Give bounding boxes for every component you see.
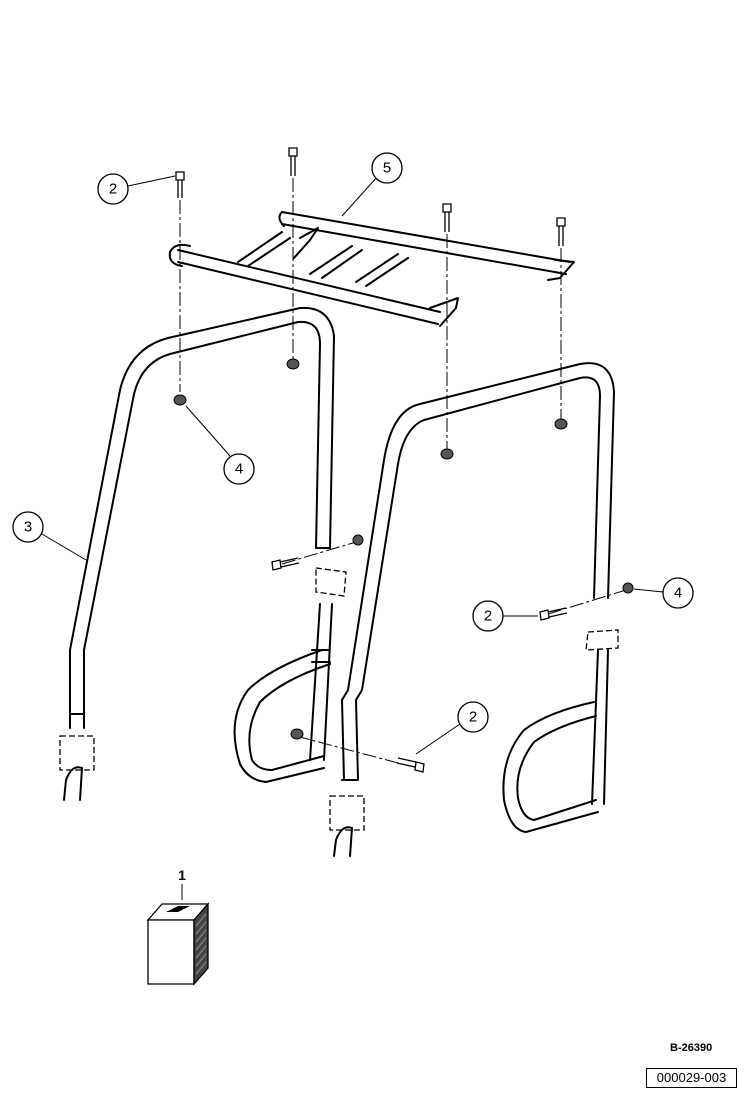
side-bolt-right: [539, 607, 568, 621]
nuts: [173, 358, 634, 740]
svg-text:3: 3: [24, 519, 32, 536]
left-lower-section: [233, 567, 347, 783]
svg-text:4: 4: [674, 585, 682, 602]
side-bolt-lower: [396, 757, 425, 773]
callout-2-bottom: 2: [415, 701, 489, 755]
callout-4-left: 4: [185, 405, 255, 485]
nut-side-left: [352, 534, 364, 546]
nut-left-rear: [286, 358, 300, 370]
svg-text:4: 4: [235, 461, 243, 478]
bolt-top-right-1: [442, 203, 452, 232]
bottom-stubs: [59, 735, 365, 857]
callout-5: 5: [341, 152, 403, 217]
callout-2-mid: 2: [472, 600, 538, 632]
svg-text:5: 5: [383, 160, 391, 177]
top-bolts: [175, 147, 566, 246]
callout-3: 3: [12, 511, 87, 561]
right-lower-section: [502, 649, 609, 833]
right-rollover-frame: [341, 362, 619, 781]
svg-text:1: 1: [178, 867, 186, 883]
side-bolts: [271, 557, 568, 773]
nut-right-rear: [554, 418, 568, 430]
left-rollover-frame: [69, 306, 335, 729]
nut-right-front: [440, 448, 454, 460]
document-code: B-26390: [670, 1042, 713, 1054]
svg-text:2: 2: [484, 608, 492, 625]
bolt-top-left: [175, 171, 185, 198]
callout-4-right: 4: [633, 577, 694, 609]
nut-lower: [290, 728, 304, 740]
side-bolt-left: [271, 557, 300, 571]
kit-box-icon: 1: [146, 867, 210, 986]
top-cross-frame: [168, 211, 575, 327]
nut-left-front: [173, 394, 187, 406]
bolt-top-right-2: [556, 217, 566, 246]
bolt-top-center: [288, 147, 298, 176]
svg-text:2: 2: [109, 181, 117, 198]
nut-side-right: [622, 582, 634, 594]
svg-text:2: 2: [469, 709, 477, 726]
part-number-box: 000029-003: [646, 1068, 737, 1088]
callout-2-top: 2: [97, 173, 176, 205]
